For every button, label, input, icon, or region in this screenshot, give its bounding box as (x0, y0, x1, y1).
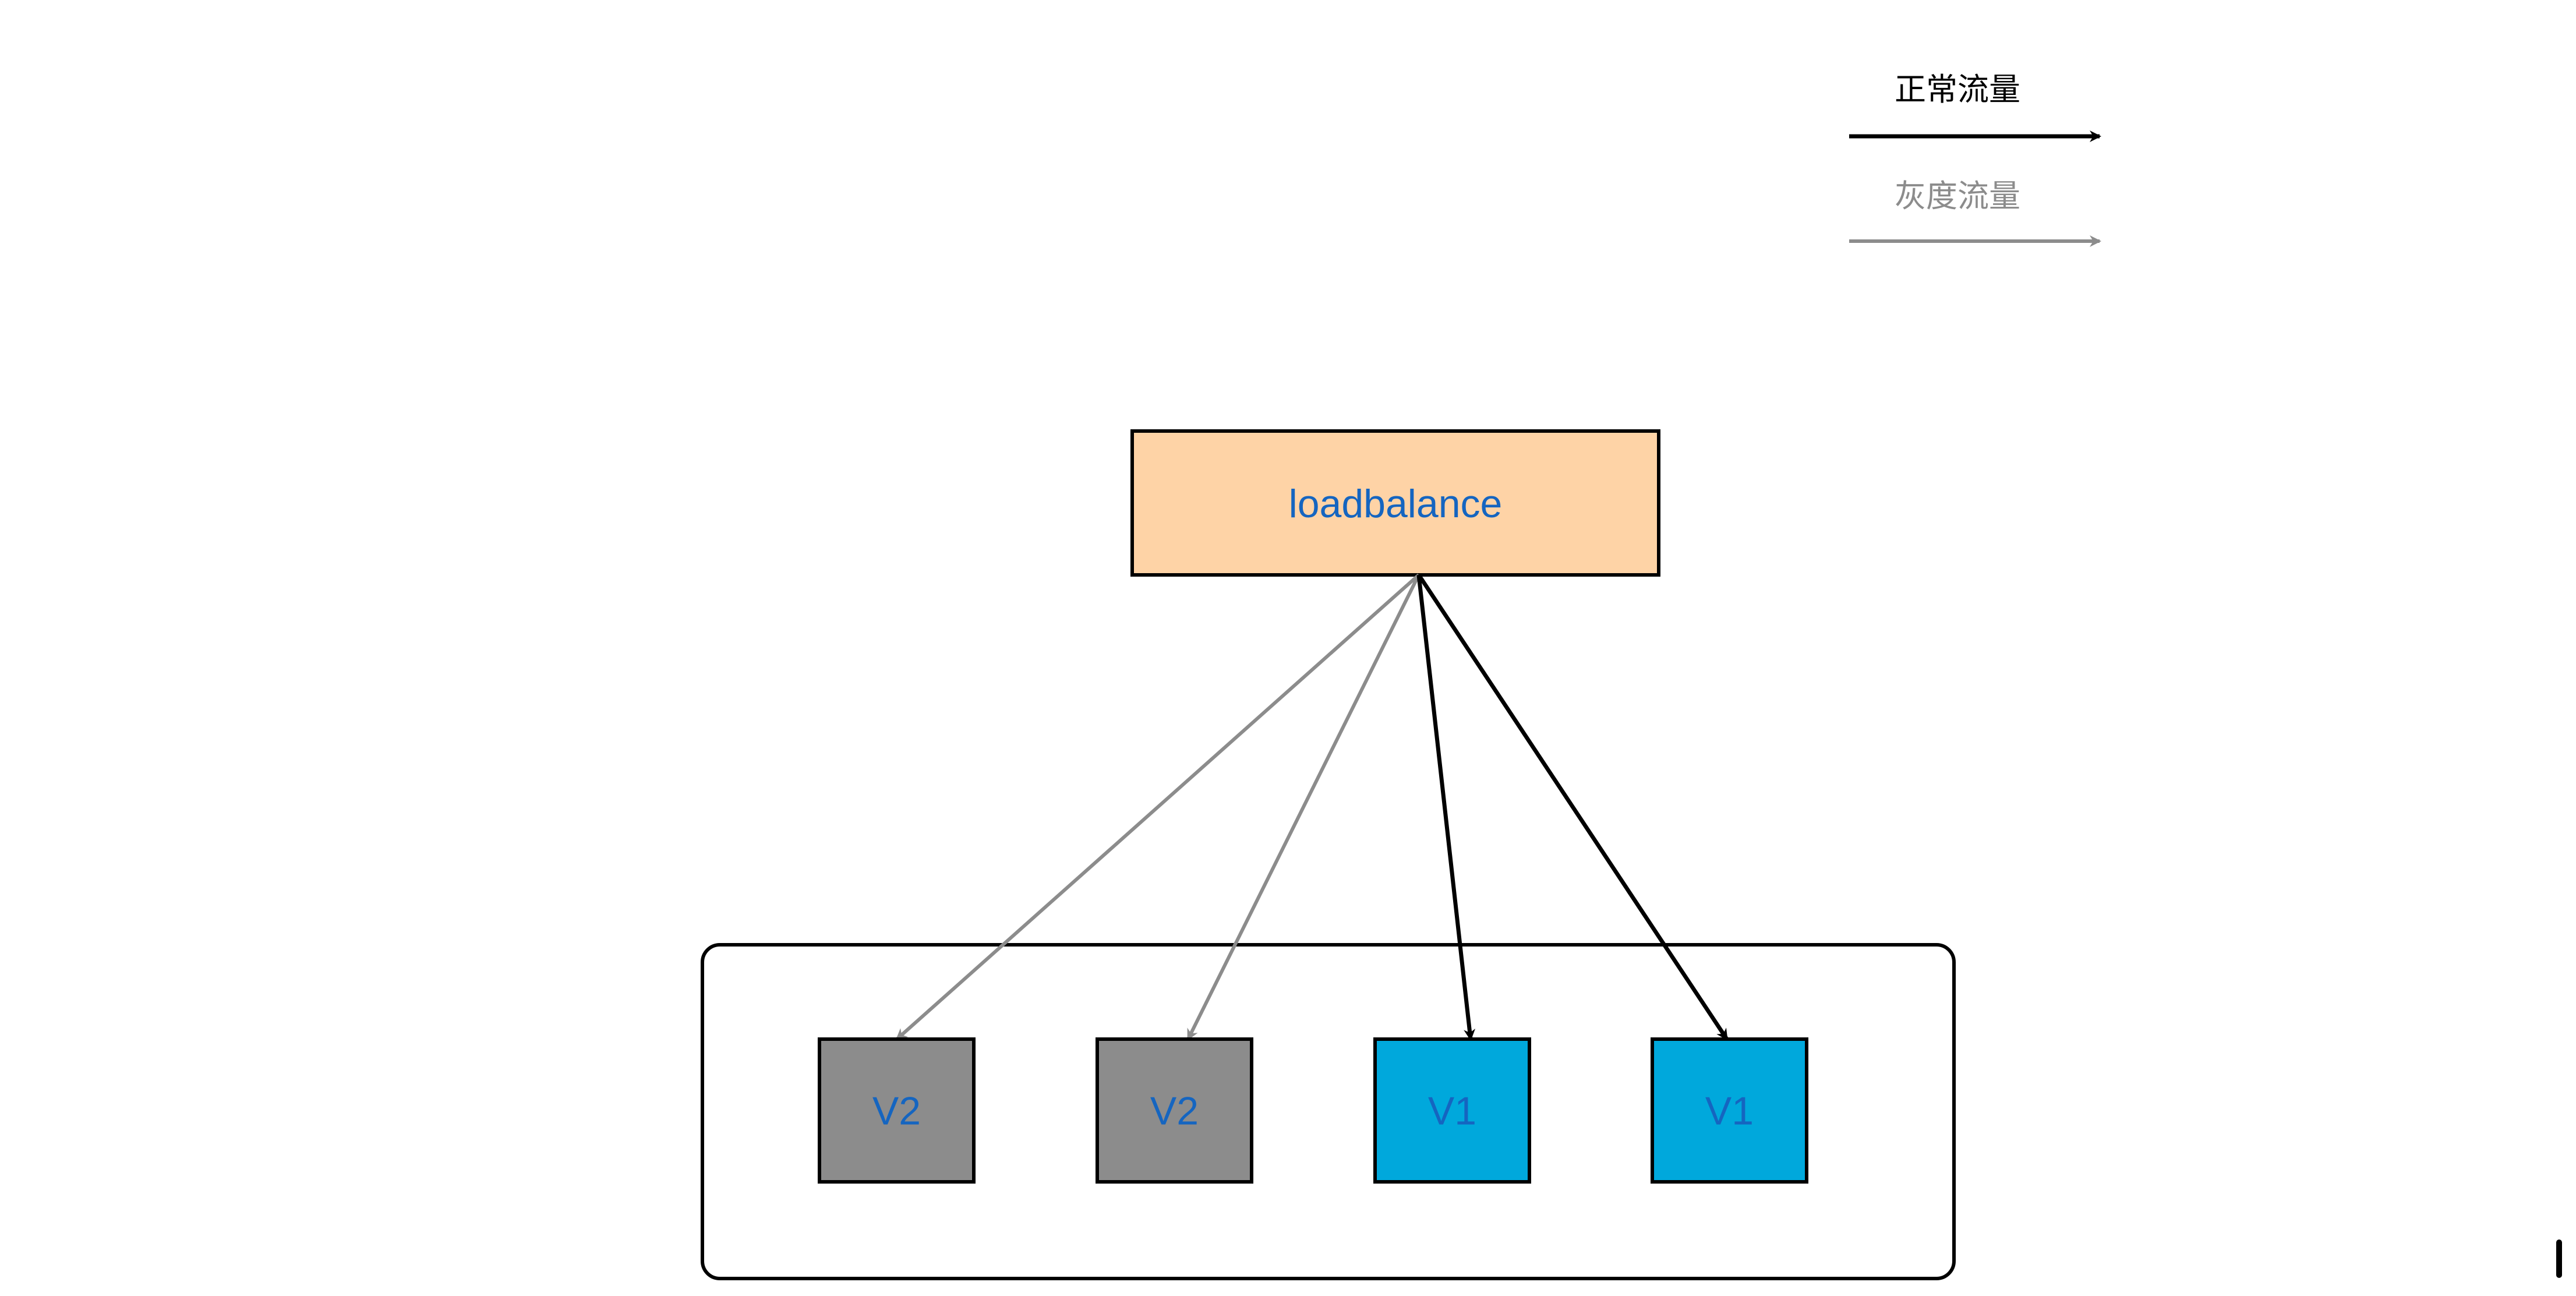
instance-label: V2 (872, 1089, 921, 1133)
instance-label: V2 (1150, 1089, 1199, 1133)
instance-box (1651, 1037, 1808, 1184)
instance-label: V1 (1705, 1089, 1754, 1133)
traffic-arrows (895, 573, 1729, 1041)
instance-group-container (701, 943, 1956, 1280)
instance-2-v2: V2 (1096, 1037, 1253, 1184)
instance-box (818, 1037, 976, 1184)
instance-4-v1: V1 (1651, 1037, 1808, 1184)
traffic-arrow-4-normal (1417, 574, 1729, 1041)
legend: 正常流量 灰度流量 (1849, 71, 2101, 247)
traffic-arrow-2-gray (1186, 574, 1420, 1041)
loadbalancer-label: loadbalance (1289, 482, 1503, 526)
traffic-arrow-3-normal (1416, 574, 1476, 1041)
instance-box (1096, 1037, 1253, 1184)
legend-normal-label: 正常流量 (1895, 71, 2020, 108)
legend-gray-label: 灰度流量 (1895, 178, 2020, 214)
scroll-marker (2556, 1240, 2562, 1278)
instance-label: V1 (1428, 1089, 1476, 1133)
traffic-arrow-1-gray (895, 573, 1420, 1041)
instance-1-v2: V2 (818, 1037, 976, 1184)
instance-3-v1: V1 (1373, 1037, 1531, 1184)
instances: V2 V2 V1 V1 (818, 1037, 1808, 1184)
instance-box (1373, 1037, 1531, 1184)
loadbalancer-node: loadbalance (1130, 429, 1660, 577)
